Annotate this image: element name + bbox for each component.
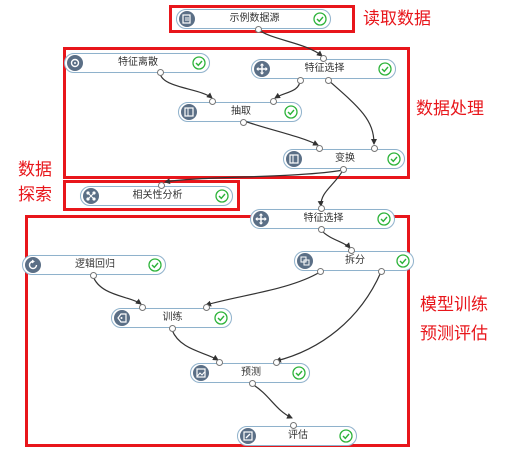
check-icon	[284, 105, 298, 119]
check-icon	[313, 12, 327, 26]
annotation-model-train: 模型训练	[420, 295, 488, 315]
node-split[interactable]: 拆分	[294, 251, 414, 271]
data-source-icon	[179, 11, 195, 27]
node-sample[interactable]: 抽取	[178, 102, 302, 122]
split-icon	[297, 253, 313, 269]
check-icon	[387, 152, 401, 166]
edit-icon	[240, 428, 256, 444]
output-port[interactable]	[317, 268, 324, 275]
grid-icon	[181, 104, 197, 120]
check-icon	[339, 429, 353, 443]
node-evaluate[interactable]: 评估	[237, 426, 357, 446]
annotation-data-processing: 数据处理	[416, 99, 484, 119]
output-port[interactable]	[325, 77, 332, 84]
check-icon	[148, 258, 162, 272]
input-port[interactable]	[270, 98, 277, 105]
node-feature-select[interactable]: 特征选择	[251, 59, 396, 79]
check-icon	[292, 366, 306, 380]
annotation-predict-evaluate: 预测评估	[420, 324, 488, 344]
node-label: 变换	[335, 153, 355, 164]
annotation-data-explore-1: 数据	[18, 160, 52, 180]
gear-icon	[67, 55, 83, 71]
image-icon	[193, 365, 209, 381]
node-label: 逻辑回归	[75, 259, 115, 270]
refresh-icon	[25, 257, 41, 273]
check-icon	[214, 311, 228, 325]
node-label: 抽取	[231, 106, 251, 117]
grid-icon	[286, 151, 302, 167]
node-label: 拆分	[345, 255, 365, 266]
input-port[interactable]	[371, 145, 378, 152]
input-port[interactable]	[139, 304, 146, 311]
data-explore-box	[63, 180, 240, 211]
check-icon	[396, 254, 410, 268]
check-icon	[377, 212, 391, 226]
output-port[interactable]	[340, 166, 347, 173]
output-port[interactable]	[249, 380, 256, 387]
input-port[interactable]	[348, 247, 355, 254]
node-label: 预测	[241, 367, 261, 378]
check-icon	[378, 62, 392, 76]
annotation-data-explore-2: 探索	[18, 185, 52, 205]
node-correlation-analysis[interactable]: 相关性分析	[80, 186, 233, 206]
check-icon	[192, 56, 206, 70]
node-label: 评估	[288, 430, 308, 441]
node-sample-datasource[interactable]: 示例数据源	[176, 9, 331, 29]
node-label: 示例数据源	[229, 13, 280, 24]
output-port[interactable]	[255, 26, 262, 33]
input-port[interactable]	[209, 98, 216, 105]
node-label: 特征离散	[118, 57, 158, 68]
output-port[interactable]	[297, 77, 304, 84]
input-port[interactable]	[316, 145, 323, 152]
model-train-eval-box	[25, 215, 410, 447]
node-label: 特征选择	[304, 63, 345, 74]
move-arrows-icon	[254, 61, 270, 77]
input-port[interactable]	[273, 359, 280, 366]
input-port[interactable]	[318, 205, 325, 212]
node-label: 相关性分析	[132, 190, 183, 201]
annotation-read-data: 读取数据	[363, 9, 431, 29]
output-port[interactable]	[169, 325, 176, 332]
output-port[interactable]	[378, 268, 385, 275]
input-port[interactable]	[216, 359, 223, 366]
tag-icon	[114, 310, 130, 326]
node-feature-discretize[interactable]: 特征离散	[64, 53, 210, 73]
check-icon	[215, 189, 229, 203]
input-port[interactable]	[158, 182, 165, 189]
move-arrows-icon	[253, 211, 269, 227]
output-port[interactable]	[90, 272, 97, 279]
node-label: 训练	[162, 312, 183, 323]
node-label: 特征选择	[303, 213, 344, 224]
node-logistic-regression[interactable]: 逻辑回归	[22, 255, 166, 275]
output-port[interactable]	[240, 119, 247, 126]
input-port[interactable]	[203, 304, 210, 311]
network-icon	[83, 188, 99, 204]
output-port[interactable]	[318, 226, 325, 233]
input-port[interactable]	[320, 55, 327, 62]
input-port[interactable]	[290, 422, 297, 429]
output-port[interactable]	[157, 69, 164, 76]
